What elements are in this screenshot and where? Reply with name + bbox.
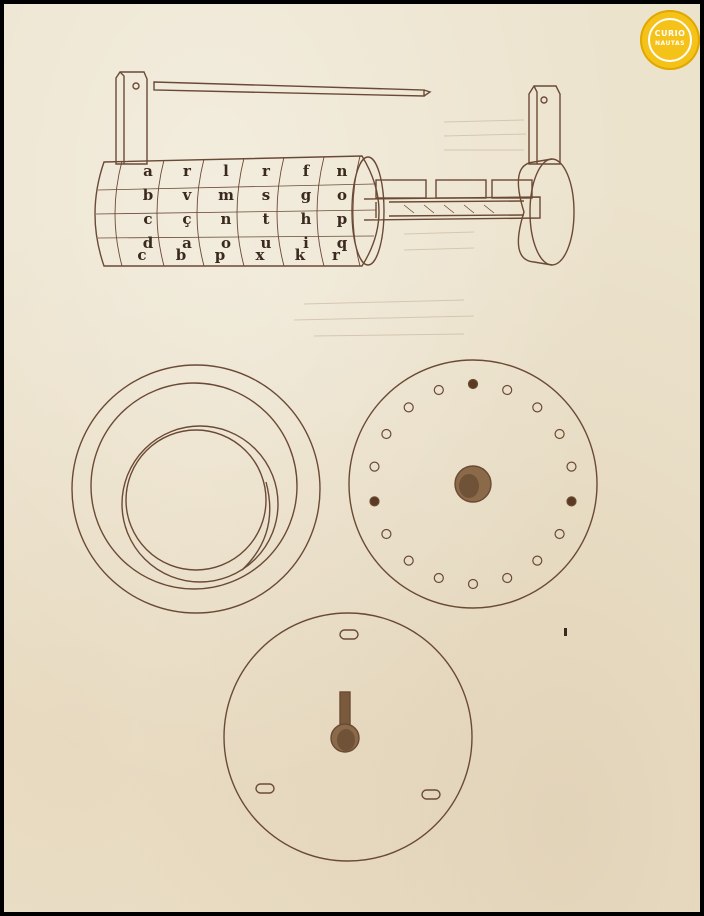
left-bracket [115, 71, 148, 165]
cylinder-letter: b [143, 186, 154, 204]
disc-hole [433, 572, 444, 584]
disc-hole [566, 496, 577, 507]
curionautas-logo: CURIO NAUTAS [640, 10, 700, 70]
cylinder-letter: t [263, 210, 270, 228]
ink-mark [564, 628, 567, 636]
disc-hole [502, 384, 513, 396]
disc-hole [554, 528, 565, 540]
cylinder-letter: ç [182, 210, 191, 228]
disc-hole [532, 555, 543, 566]
faint-text-lines [293, 119, 527, 337]
cylinder-letter: d [143, 234, 154, 252]
cylinder-letter: c [143, 210, 152, 228]
cylinder-letter: p [215, 246, 226, 264]
cylinder-letter: a [182, 234, 192, 252]
disc-hole [369, 496, 380, 507]
cylinder-letter: q [337, 234, 348, 252]
cylinder-letter: p [337, 210, 348, 228]
disc-hole [467, 578, 479, 590]
disc-hole [403, 555, 414, 566]
logo-ring-icon [648, 18, 692, 62]
disc-holes [369, 378, 577, 590]
top-rod [153, 81, 432, 97]
disc-hole [369, 461, 380, 472]
disc-hole [502, 572, 513, 584]
cylinder-letter: o [337, 186, 347, 204]
perforated-disc-diagram [348, 359, 598, 609]
lower-disc-diagram [223, 612, 473, 862]
cylinder-letter: x [256, 246, 266, 264]
cylinder-letter: n [337, 162, 348, 180]
cylinder-letter: k [295, 246, 306, 264]
disc-hole [381, 428, 392, 440]
cylinder-letter: r [183, 162, 192, 180]
cylinder-body [94, 155, 385, 267]
disc-hole [433, 384, 444, 396]
cylinder-letter: f [303, 162, 311, 180]
cylinder-letter: h [301, 210, 312, 228]
cylinder-letter: m [218, 186, 234, 204]
cylinder-letter: v [182, 186, 193, 204]
disc-hole [532, 402, 543, 413]
cylinder-letter: g [301, 186, 312, 204]
logo-line-2: NAUTAS [655, 40, 685, 47]
cylinder-letter: u [261, 234, 272, 252]
cylinder-letter: r [332, 246, 341, 264]
axle [363, 179, 541, 221]
disc-hole [403, 402, 414, 413]
cylinder-letter: c [137, 246, 146, 264]
cylinder-letter: i [303, 234, 309, 252]
disc-hole [381, 528, 392, 540]
concentric-rings-diagram [71, 364, 321, 614]
disc-hole [554, 428, 565, 440]
end-wheel [517, 158, 575, 266]
cylinder-letter: o [221, 234, 231, 252]
disc-hole [467, 378, 479, 390]
cylinder-letter: r [262, 162, 271, 180]
disc-hole [566, 461, 577, 472]
cylinder-letter: a [143, 162, 153, 180]
right-bracket [528, 85, 561, 165]
cylinder-letter: b [176, 246, 187, 264]
cylinder-letter: n [221, 210, 232, 228]
cylinder-letter: l [223, 162, 229, 180]
cylinder-letter: s [262, 186, 270, 204]
logo-line-1: CURIO [654, 29, 686, 38]
